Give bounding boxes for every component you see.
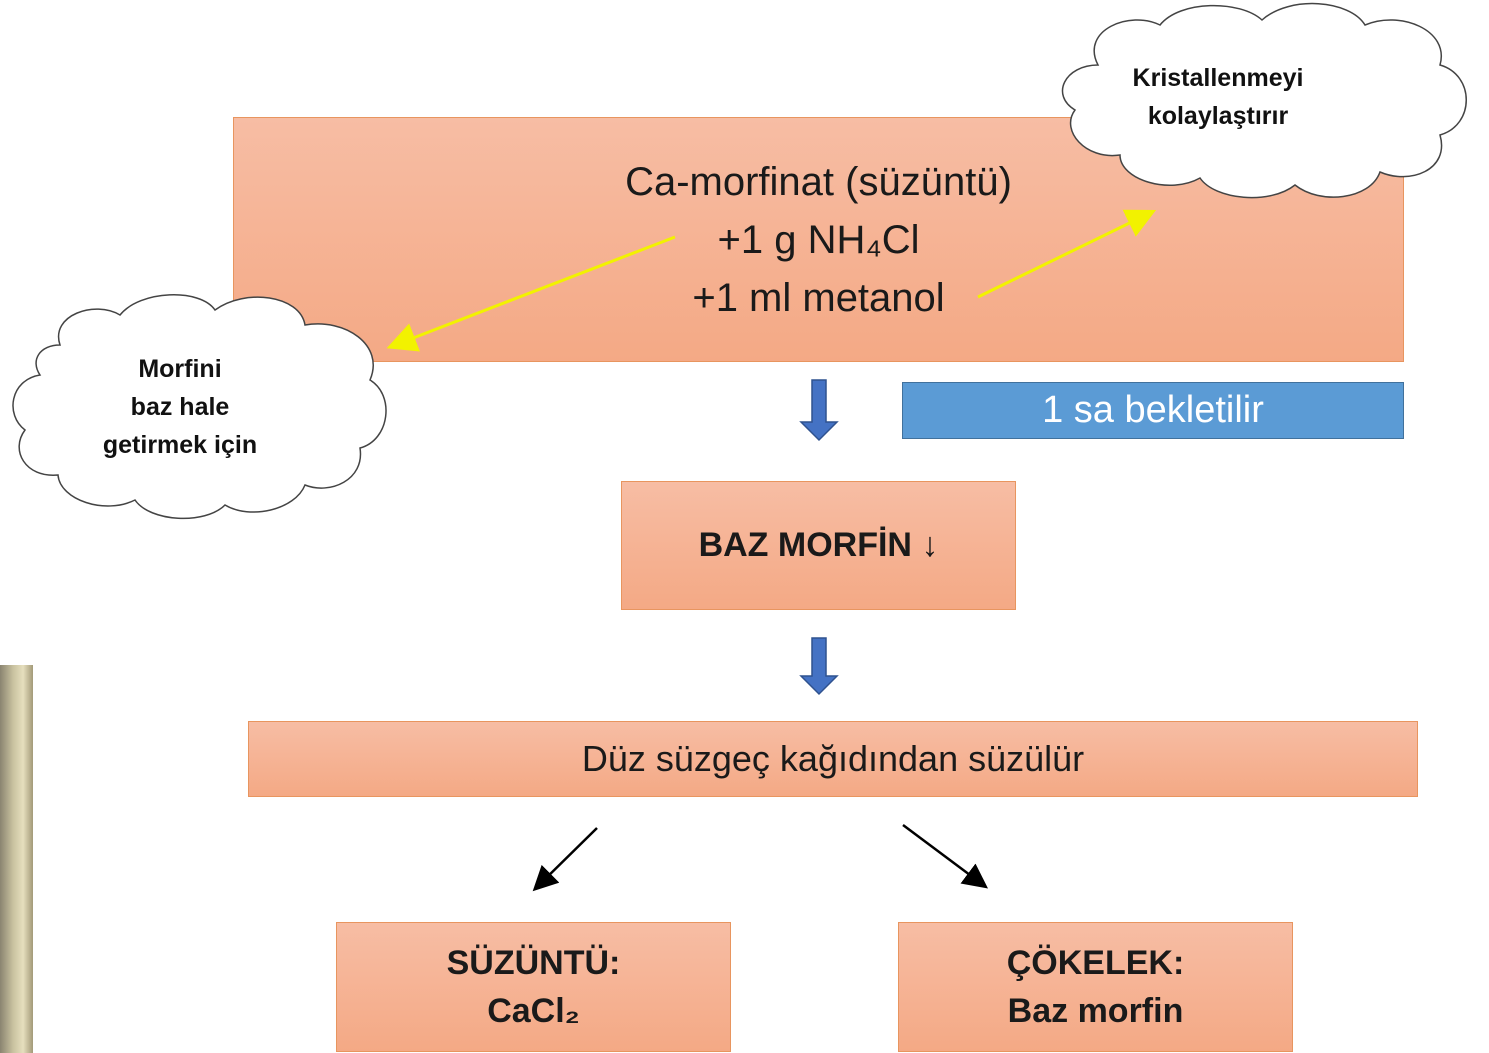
precipitate-title: ÇÖKELEK: — [1006, 944, 1185, 982]
arrow-to-left-cloud — [386, 235, 676, 352]
main-line-2: +1 g NH₄Cl — [717, 217, 920, 262]
main-line-1: Ca-morfinat (süzüntü) — [625, 159, 1012, 204]
cloud-top-right-line-1: Kristallenmeyi — [1132, 64, 1304, 92]
cloud-left-text: Morfini baz hale getirmek için — [80, 350, 280, 464]
precipitate-box: ÇÖKELEK: Baz morfin — [898, 922, 1293, 1052]
filtrate-value: CaCl₂ — [487, 992, 580, 1030]
cloud-top-right-line-2: kolaylaştırır — [1147, 102, 1289, 130]
main-line-3: +1 ml metanol — [692, 275, 945, 320]
cloud-left — [12, 294, 387, 520]
down-arrow-1 — [799, 379, 839, 442]
precipitate-value: Baz morfin — [1007, 992, 1184, 1030]
cloud-left-line-3: getirmek için — [102, 431, 258, 459]
filter-step-label: Düz süzgeç kağıdından süzülür — [581, 738, 1085, 779]
base-morphine-label: BAZ MORFİN ↓ — [698, 526, 939, 564]
branch-arrow-right — [902, 823, 989, 889]
branch-arrow-left — [532, 827, 598, 892]
filter-step-box: Düz süzgeç kağıdından süzülür — [248, 721, 1418, 797]
filtrate-box: SÜZÜNTÜ: CaCl₂ — [336, 922, 731, 1052]
arrow-to-right-cloud — [977, 209, 1157, 299]
cloud-left-line-2: baz hale — [130, 393, 230, 421]
wait-label-box: 1 sa bekletilir — [902, 382, 1404, 439]
filtrate-title: SÜZÜNTÜ: — [446, 944, 621, 982]
down-arrow-2 — [799, 637, 839, 696]
base-morphine-box: BAZ MORFİN ↓ — [621, 481, 1016, 610]
cloud-top-right-text: Kristallenmeyi kolaylaştırır — [1118, 59, 1318, 135]
cloud-left-line-1: Morfini — [138, 355, 222, 383]
wait-label: 1 sa bekletilir — [1042, 389, 1264, 431]
side-photo — [0, 665, 33, 1053]
cloud-top-right — [1061, 2, 1467, 199]
